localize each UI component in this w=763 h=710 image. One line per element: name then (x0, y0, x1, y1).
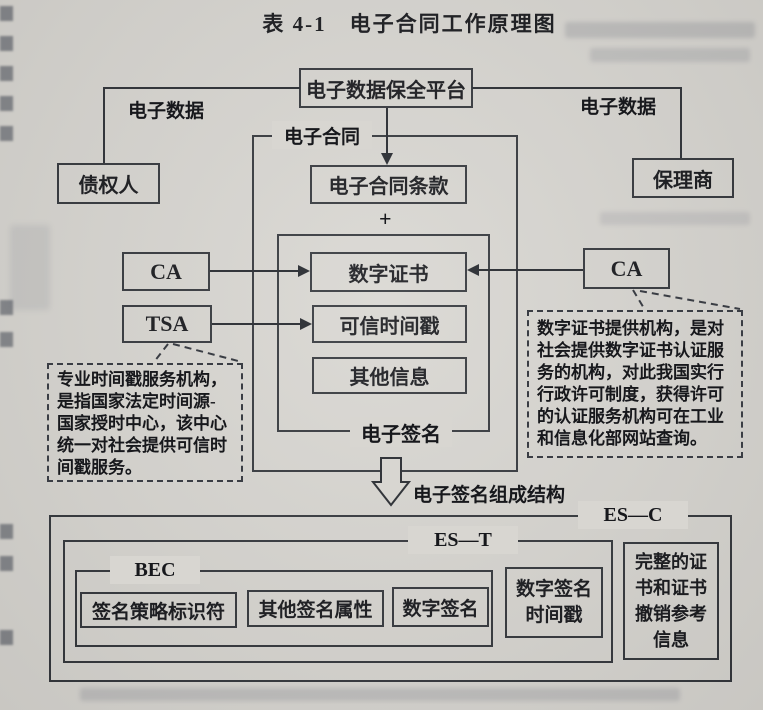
creditor-box: 债权人 (57, 163, 160, 204)
digital-signature-box: 数字签名 (392, 587, 489, 627)
es-c-label: ES—C (578, 501, 688, 529)
dashed-tail-tsa-note (153, 343, 169, 363)
page-bleed-artifact (80, 688, 680, 701)
figure-title: 表 4-1 电子合同工作原理图 (262, 12, 557, 36)
ca-note: 数字证书提供机构，是对 社会提供数字证书认证服 务的机构，对此我国实行 行政许可… (527, 310, 743, 458)
ca-right-box: CA (583, 248, 670, 289)
electronic-signature-group-label: 电子签名 (350, 417, 452, 447)
page-bleed-artifact (0, 36, 13, 51)
signature-timestamp-box: 数字签名 时间戳 (505, 567, 603, 638)
page-bleed-artifact (0, 332, 13, 347)
page-bleed-artifact (0, 300, 13, 315)
trusted-timestamp-box: 可信时间戳 (312, 305, 467, 343)
bec-box (75, 570, 493, 647)
dashed-tail-ca-note (632, 289, 646, 311)
signature-policy-box: 签名策略标识符 (80, 592, 237, 628)
tsa-box: TSA (122, 305, 212, 343)
digital-certificate-box: 数字证书 (310, 252, 467, 292)
electronic-data-label-right: 电子数据 (580, 97, 657, 118)
data-preservation-platform-box: 电子数据保全平台 (299, 68, 473, 108)
page-bleed-artifact (10, 225, 50, 310)
other-info-box: 其他信息 (312, 357, 467, 394)
es-c-box (49, 515, 732, 682)
es-t-label: ES—T (408, 526, 518, 554)
page-bleed-artifact (0, 630, 13, 645)
dashed-tail-tsa-note (172, 343, 243, 363)
page-bleed-artifact (0, 126, 13, 141)
es-t-box (63, 540, 613, 663)
page-bleed-artifact (0, 556, 13, 571)
electronic-data-label-left: 电子数据 (128, 101, 205, 122)
plus-sign: + (379, 206, 392, 231)
page-bleed-artifact (600, 212, 750, 225)
electronic-contract-group-label: 电子合同 (272, 121, 372, 149)
contract-terms-box: 电子合同条款 (310, 165, 467, 204)
page-bleed-artifact (0, 96, 13, 111)
page-bleed-artifact (590, 48, 750, 62)
other-attributes-box: 其他签名属性 (247, 590, 384, 627)
dashed-tail-ca-note (639, 290, 741, 310)
page-bleed-artifact (0, 524, 13, 539)
page-bleed-artifact (0, 66, 13, 81)
cert-revocation-refs-box: 完整的证 书和证书 撤销参考 信息 (623, 542, 719, 660)
factor-box: 保理商 (632, 158, 734, 198)
signature-structure-label: 电子签名组成结构 (413, 485, 566, 506)
tsa-note: 专业时间戳服务机构， 是指国家法定时间源- 国家授时中心，该中心 统一对社会提供… (47, 363, 243, 482)
ca-left-box: CA (122, 252, 210, 291)
bec-label: BEC (110, 556, 200, 584)
